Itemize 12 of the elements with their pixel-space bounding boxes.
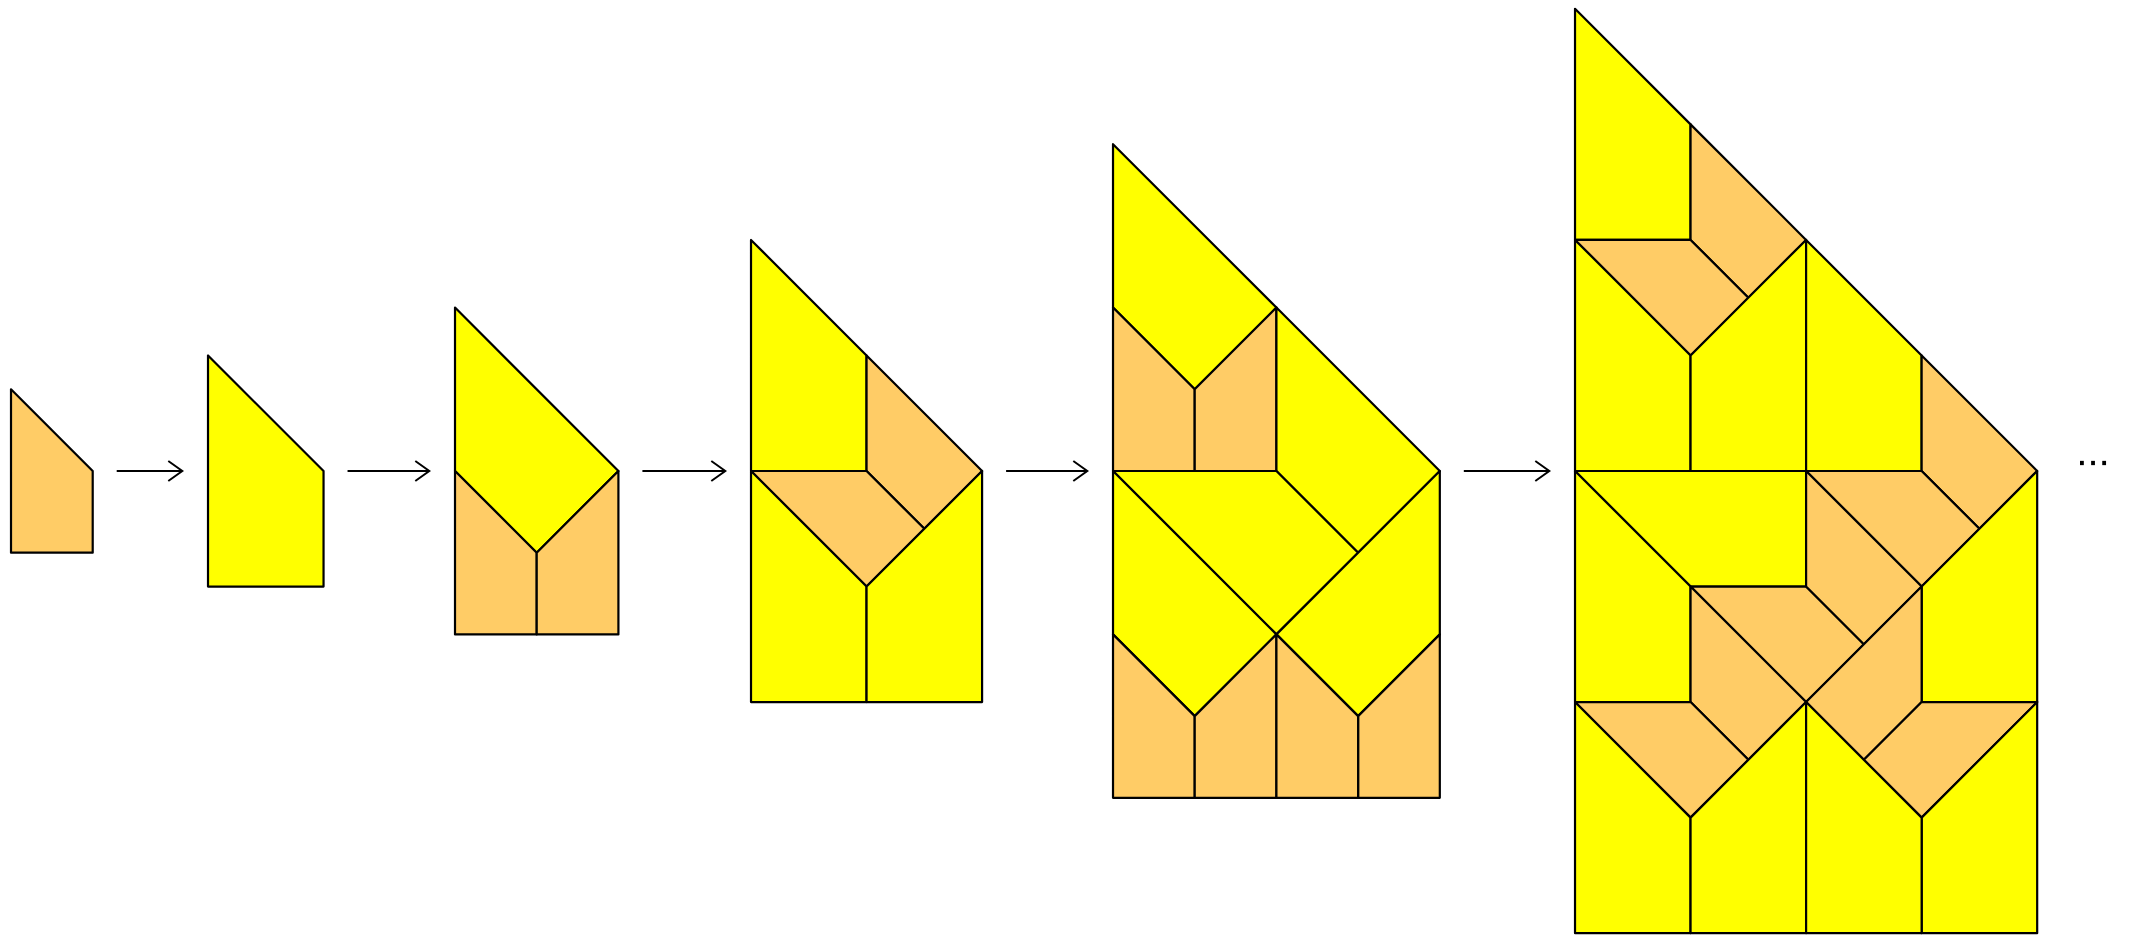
arrow <box>1006 460 1089 482</box>
arrow <box>1463 460 1552 482</box>
tile-shape <box>9 388 94 554</box>
tiling-drawing <box>749 238 984 704</box>
tiling-drawing <box>1573 7 2039 935</box>
tiling-drawing <box>453 306 620 636</box>
tile-shape <box>206 354 325 588</box>
ellipsis: ... <box>2080 460 2107 466</box>
arrow <box>347 460 431 482</box>
arrow <box>642 460 727 482</box>
tiling-drawing <box>1111 143 1441 799</box>
arrow <box>116 460 184 482</box>
